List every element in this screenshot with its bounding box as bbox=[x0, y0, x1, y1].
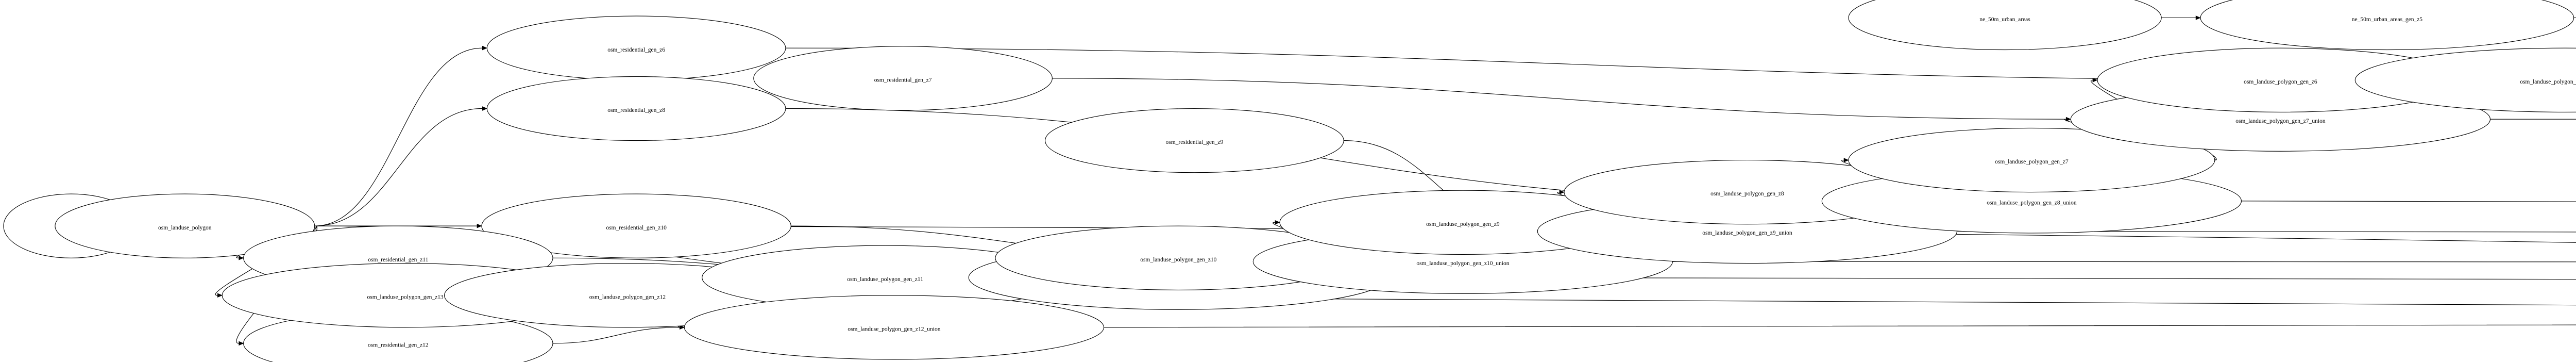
node-layer: imposm3osm_landuse_polygonosm_residentia… bbox=[3, 0, 2576, 362]
node-label: osm_landuse_polygon_gen_z11 bbox=[847, 276, 923, 283]
node-label: osm_landuse_polygon_gen_z10 bbox=[1140, 257, 1216, 263]
node-label: osm_landuse_polygon_gen_z7 bbox=[1995, 159, 2069, 165]
node-label: osm_residential_gen_z8 bbox=[607, 107, 665, 113]
graph-edge bbox=[785, 47, 2351, 80]
graph-node[interactable]: osm_residential_gen_z9 bbox=[1045, 108, 1344, 173]
node-shape bbox=[2200, 0, 2574, 51]
graph-node[interactable]: osm_residential_gen_z8 bbox=[486, 76, 786, 141]
arrow-head-icon bbox=[1559, 190, 1565, 194]
graph-edge bbox=[2490, 119, 2576, 120]
graph-node[interactable]: osm_landuse_polygon_gen_z6_union bbox=[2354, 47, 2576, 112]
node-label: osm_residential_gen_z7 bbox=[874, 77, 932, 83]
node-label: osm_residential_gen_z10 bbox=[606, 225, 667, 231]
node-shape bbox=[486, 76, 786, 141]
arrow-head-icon bbox=[2195, 15, 2201, 20]
node-label: osm_landuse_polygon_gen_z9_union bbox=[1702, 230, 1792, 236]
arrow-head-icon bbox=[239, 255, 244, 260]
node-label: osm_landuse_polygon_gen_z6 bbox=[2244, 79, 2317, 85]
graph-edge bbox=[552, 327, 680, 344]
node-label: osm_landuse_polygon_gen_z8_union bbox=[1987, 200, 2077, 206]
node-label: osm_residential_gen_z6 bbox=[607, 47, 665, 53]
node-label: osm_landuse_polygon_gen_z10_union bbox=[1416, 260, 1509, 267]
graph-node[interactable]: osm_landuse_polygon_gen_z7 bbox=[1848, 127, 2215, 193]
graph-edge bbox=[1052, 78, 2066, 120]
graph-node[interactable]: osm_residential_gen_z6 bbox=[486, 15, 786, 80]
arrow-head-icon bbox=[482, 106, 488, 111]
node-label: osm_landuse_polygon_gen_z6_union bbox=[2520, 79, 2576, 85]
node-label: osm_landuse_polygon_gen_z13 bbox=[367, 294, 443, 300]
node-shape bbox=[55, 193, 315, 258]
graph-node[interactable]: osm_residential_gen_z10 bbox=[481, 193, 791, 258]
graph-node[interactable]: osm_landuse_polygon_gen_z12_union bbox=[684, 295, 1105, 360]
graph-node[interactable]: ne_50m_urban_areas_gen_z5 bbox=[2200, 0, 2574, 51]
graph-node[interactable]: ne_50m_urban_areas bbox=[1848, 0, 2162, 51]
arrow-head-icon bbox=[2065, 117, 2072, 122]
node-shape bbox=[684, 295, 1105, 360]
arrow-head-icon bbox=[482, 45, 488, 51]
arrow-head-icon bbox=[1843, 158, 1849, 162]
node-label: osm_landuse_polygon_gen_z8 bbox=[1710, 191, 1784, 197]
arrow-head-icon bbox=[2092, 77, 2098, 83]
node-label: osm_residential_gen_z12 bbox=[368, 342, 429, 349]
arrow-head-icon bbox=[217, 293, 223, 298]
node-shape bbox=[1848, 127, 2215, 193]
node-shape bbox=[1848, 0, 2162, 51]
node-label: osm_residential_gen_z11 bbox=[368, 257, 428, 263]
graph-edge bbox=[314, 225, 2576, 243]
arrow-head-icon bbox=[1275, 220, 1280, 225]
graph-edge bbox=[314, 47, 483, 226]
node-shape bbox=[481, 193, 791, 258]
node-label: ne_50m_urban_areas_gen_z5 bbox=[2352, 17, 2423, 23]
node-label: osm_residential_gen_z9 bbox=[1166, 139, 1224, 145]
graph-edge bbox=[1104, 326, 2576, 328]
node-label: osm_landuse_polygon_gen_z12_union bbox=[848, 326, 940, 332]
graph-node[interactable]: osm_residential_gen_z7 bbox=[753, 46, 1053, 111]
graph-node[interactable]: osm_landuse_polygon bbox=[55, 193, 315, 258]
arrow-head-icon bbox=[679, 325, 685, 330]
node-label: osm_landuse_polygon_gen_z9 bbox=[1426, 221, 1500, 227]
node-label: osm_landuse_polygon_gen_z7_union bbox=[2235, 118, 2326, 124]
node-label: osm_landuse_polygon_gen_z12 bbox=[589, 294, 666, 300]
graph-edge bbox=[2241, 201, 2576, 202]
node-label: ne_50m_urban_areas bbox=[1979, 17, 2030, 23]
node-shape bbox=[753, 46, 1053, 111]
node-shape bbox=[1045, 108, 1344, 173]
graph-edge bbox=[314, 108, 483, 226]
node-label: osm_landuse_polygon bbox=[158, 225, 212, 231]
arrow-head-icon bbox=[239, 341, 244, 346]
node-shape bbox=[2354, 47, 2576, 112]
